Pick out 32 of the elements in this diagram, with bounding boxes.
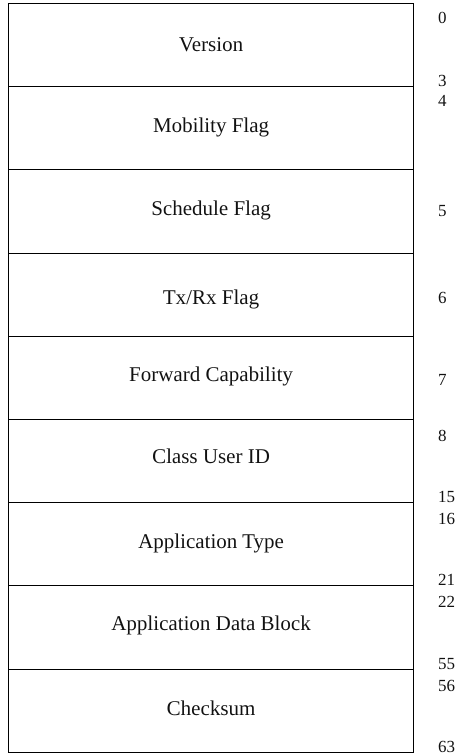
bit-number: 21 [438, 571, 455, 588]
field-row [8, 252, 414, 338]
field-name: Application Data Block [110, 611, 312, 636]
bit-number: 55 [438, 654, 455, 672]
field-name: Checksum [166, 696, 256, 721]
field-row [8, 585, 414, 670]
field-row [8, 336, 414, 420]
bit-number: 56 [438, 676, 455, 694]
bit-number: 6 [438, 288, 446, 306]
field-name: Mobility Flag [152, 113, 270, 138]
bit-number: 4 [438, 92, 446, 110]
field-row [8, 419, 414, 504]
field-name: Version [178, 32, 244, 57]
bit-number: 7 [438, 370, 446, 388]
field-name: Class User ID [151, 444, 271, 469]
bit-number: 63 [438, 738, 455, 755]
bit-number: 8 [438, 427, 446, 444]
field-row [8, 668, 414, 754]
bit-number: 5 [438, 202, 446, 220]
bit-number: 0 [438, 9, 446, 26]
field-name: Tx/Rx Flag [162, 284, 260, 310]
field-name: Schedule Flag [150, 196, 272, 222]
field-row [8, 502, 414, 587]
field-name: Forward Capability [128, 362, 294, 387]
bit-number: 3 [438, 72, 446, 90]
field-row [8, 86, 414, 171]
bit-number: 15 [438, 488, 455, 506]
field-row [8, 169, 414, 254]
field-name: Application Type [137, 529, 285, 554]
bit-number: 22 [438, 593, 455, 610]
bit-number: 16 [438, 510, 455, 528]
field-row [8, 3, 414, 88]
